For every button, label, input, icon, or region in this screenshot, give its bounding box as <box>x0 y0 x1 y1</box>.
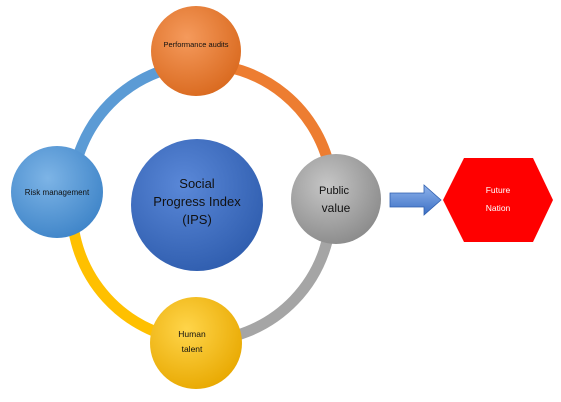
node-public-value: Public value <box>291 154 381 244</box>
node-risk-management: Risk management <box>11 146 103 238</box>
outcome-label-line1: Future <box>486 185 511 195</box>
node-public-value-label-line1: Public <box>319 185 349 197</box>
node-human-talent: Human talent <box>150 297 242 389</box>
node-performance-audits: Performance audits <box>151 6 241 96</box>
node-public-value-label-line2: value <box>322 201 351 215</box>
node-performance-audits-label: Performance audits <box>163 40 228 49</box>
center-label-line2: Progress Index <box>153 194 241 209</box>
arrow-right <box>389 184 442 216</box>
outcome-future-nation: Future Nation <box>443 158 553 242</box>
center-node: Social Progress Index (IPS) <box>131 139 263 271</box>
center-label-line3: (IPS) <box>182 212 212 227</box>
center-label-line1: Social <box>179 176 215 191</box>
outcome-label-line2: Nation <box>486 203 511 213</box>
node-risk-management-label: Risk management <box>25 188 90 197</box>
node-human-talent-label-line2: talent <box>182 344 203 354</box>
node-human-talent-label-line1: Human <box>178 329 206 339</box>
